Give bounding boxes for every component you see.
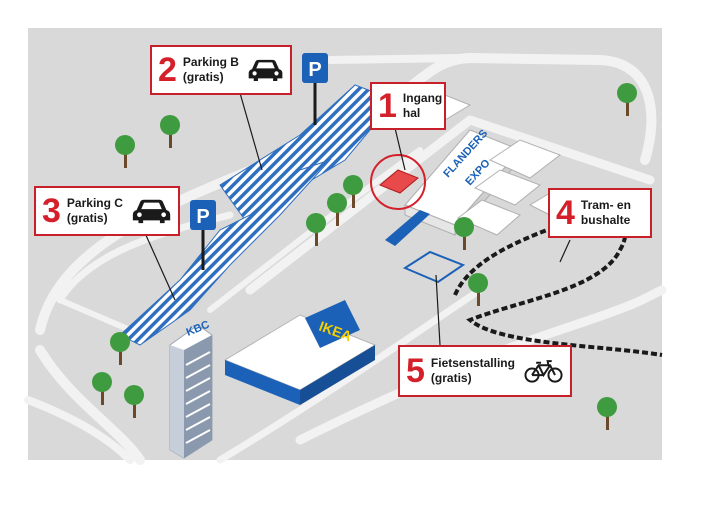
marker-number-3: 3 (42, 192, 61, 230)
parking-lot-c (119, 158, 332, 346)
kbc-tower (169, 324, 213, 459)
callout-fietsenstalling: 5 Fietsenstalling (gratis) (398, 345, 572, 397)
road-network (24, 53, 667, 465)
callout-ingang-hal: 1 Ingang hal (370, 82, 446, 130)
tree-icon (597, 397, 617, 430)
entrance-block (379, 169, 419, 194)
marker-number-1: 1 (378, 87, 397, 125)
car-icon (248, 59, 283, 81)
parking-sign-c-letter: P (196, 206, 209, 228)
tree-icon (468, 273, 488, 306)
callout-pointers (144, 92, 571, 346)
ikea-building (223, 300, 377, 405)
entrance-highlight (370, 154, 426, 210)
marker-number-4: 4 (556, 194, 575, 232)
ingang-label: Ingang hal (402, 91, 443, 120)
tree-icon (343, 175, 363, 208)
trees (92, 83, 637, 430)
callout-parking-c: 3 Parking C (gratis) (34, 186, 180, 236)
callout-parking-b: 2 Parking B (gratis) (150, 45, 292, 95)
tree-icon (110, 332, 130, 365)
bicycle-icon (524, 360, 563, 383)
tree-icon (124, 385, 144, 418)
marker-number-2: 2 (158, 51, 177, 89)
tree-icon (617, 83, 637, 116)
tram-label: Tram- en bushalte (580, 198, 631, 227)
car-icon (132, 199, 171, 224)
callout-tram-bushalte: 4 Tram- en bushalte (548, 188, 652, 238)
fiets-label: Fietsenstalling (gratis) (430, 356, 515, 385)
tree-icon (327, 193, 347, 226)
parking-sign-b-letter: P (308, 59, 321, 81)
parking-sign-c: P (190, 200, 216, 270)
tree-icon (306, 213, 326, 246)
marker-number-5: 5 (406, 352, 425, 390)
tree-icon (454, 217, 474, 250)
tree-icon (92, 372, 112, 405)
parking-sign-b: P (302, 53, 328, 125)
tree-icon (115, 135, 135, 168)
flanders-expo-building (385, 94, 577, 246)
tram-track (453, 215, 663, 357)
parking-c-label: Parking C (gratis) (66, 196, 123, 225)
tree-icon (160, 115, 180, 148)
bicycle-parking-area (402, 250, 466, 284)
parking-b-label: Parking B (gratis) (182, 55, 239, 84)
